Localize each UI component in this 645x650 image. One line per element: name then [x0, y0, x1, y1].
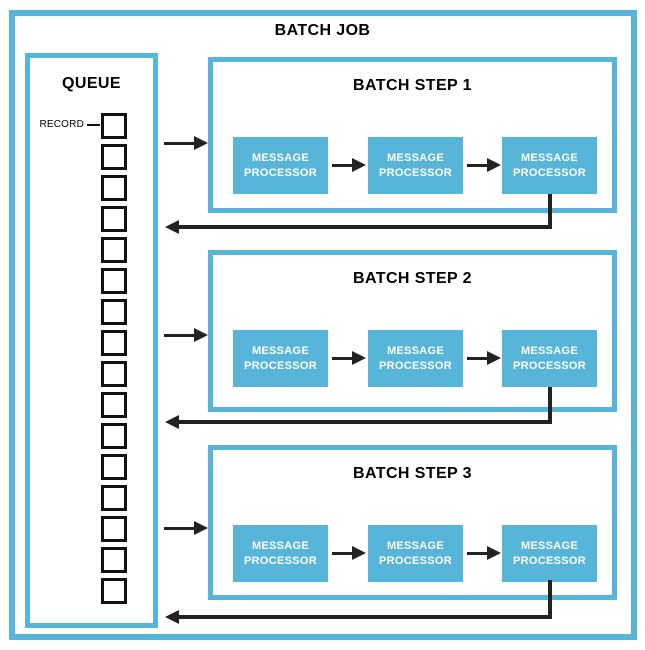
- step1-return-line-vertical: [548, 194, 552, 229]
- queue-record: [101, 485, 127, 511]
- record-label: RECORD: [39, 119, 84, 130]
- queue-record: [101, 299, 127, 325]
- processor-arrowhead-icon: [487, 546, 501, 560]
- step3-return-line-vertical: [548, 580, 552, 619]
- message-processor: MESSAGE PROCESSOR: [233, 330, 328, 387]
- processor-arrow-line: [332, 552, 352, 555]
- queue-record: [101, 144, 127, 170]
- step3-return-arrowhead-icon: [165, 610, 179, 624]
- queue-record: [101, 113, 127, 139]
- batch-step-3-title: BATCH STEP 3: [353, 465, 472, 482]
- step1-return-line-horizontal: [179, 225, 552, 229]
- processor-arrowhead-icon: [352, 158, 366, 172]
- step2-return-line-vertical: [548, 387, 552, 424]
- processor-arrowhead-icon: [487, 158, 501, 172]
- processor-arrowhead-icon: [352, 546, 366, 560]
- processor-arrow-line: [467, 552, 487, 555]
- batch-step-2-box: BATCH STEP 2 MESSAGE PROCESSOR MESSAGE P…: [208, 250, 617, 412]
- processor-arrowhead-icon: [487, 351, 501, 365]
- processor-arrow-line: [467, 357, 487, 360]
- queue-record: [101, 578, 127, 604]
- queue-to-step1-arrowhead-icon: [194, 136, 208, 150]
- queue-to-step1-arrow-line: [164, 142, 194, 145]
- message-processor: MESSAGE PROCESSOR: [368, 525, 463, 582]
- message-processor: MESSAGE PROCESSOR: [368, 137, 463, 194]
- queue-record: [101, 330, 127, 356]
- queue-record: [101, 392, 127, 418]
- batch-step-3-box: BATCH STEP 3 MESSAGE PROCESSOR MESSAGE P…: [208, 445, 617, 600]
- queue-to-step2-arrow-line: [164, 334, 194, 337]
- queue-box: QUEUE RECORD: [25, 53, 158, 628]
- step3-return-line-horizontal: [179, 615, 552, 619]
- queue-title: QUEUE: [62, 75, 121, 92]
- queue-record: [101, 547, 127, 573]
- message-processor: MESSAGE PROCESSOR: [502, 525, 597, 582]
- message-processor: MESSAGE PROCESSOR: [502, 330, 597, 387]
- batch-step-1-title: BATCH STEP 1: [353, 77, 472, 94]
- batch-step-1-box: BATCH STEP 1 MESSAGE PROCESSOR MESSAGE P…: [208, 57, 617, 213]
- batch-job-title: BATCH JOB: [274, 22, 371, 39]
- queue-record: [101, 454, 127, 480]
- queue-to-step2-arrowhead-icon: [194, 328, 208, 342]
- queue-record: [101, 361, 127, 387]
- step2-return-arrowhead-icon: [165, 415, 179, 429]
- processor-arrowhead-icon: [352, 351, 366, 365]
- queue-record: [101, 237, 127, 263]
- queue-record-list: [101, 113, 127, 609]
- processor-arrow-line: [467, 164, 487, 167]
- queue-record: [101, 423, 127, 449]
- batch-step-2-title: BATCH STEP 2: [353, 270, 472, 287]
- processor-arrow-line: [332, 164, 352, 167]
- queue-record: [101, 206, 127, 232]
- step2-return-line-horizontal: [179, 420, 552, 424]
- message-processor: MESSAGE PROCESSOR: [502, 137, 597, 194]
- record-connector-line: [87, 124, 100, 126]
- step1-return-arrowhead-icon: [165, 220, 179, 234]
- message-processor: MESSAGE PROCESSOR: [233, 137, 328, 194]
- queue-record: [101, 268, 127, 294]
- queue-to-step3-arrow-line: [164, 527, 194, 530]
- message-processor: MESSAGE PROCESSOR: [368, 330, 463, 387]
- queue-record: [101, 175, 127, 201]
- queue-to-step3-arrowhead-icon: [194, 521, 208, 535]
- processor-arrow-line: [332, 357, 352, 360]
- message-processor: MESSAGE PROCESSOR: [233, 525, 328, 582]
- queue-record: [101, 516, 127, 542]
